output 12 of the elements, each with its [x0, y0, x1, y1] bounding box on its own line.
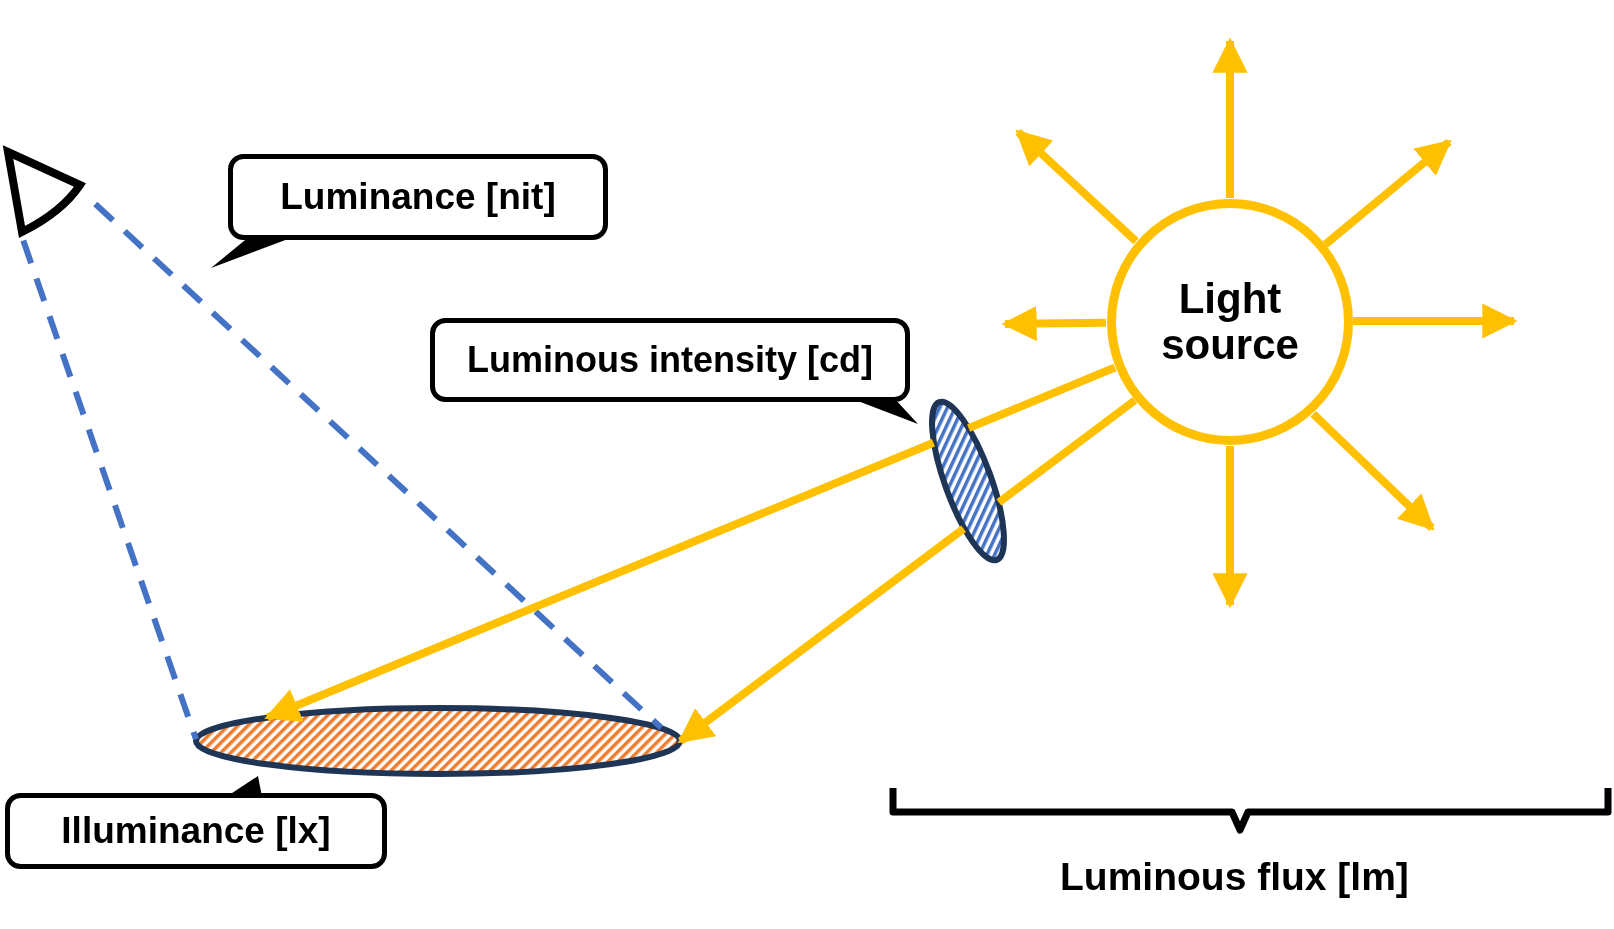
arrow [1310, 411, 1435, 531]
dashed-line [20, 239, 199, 741]
arrow [1015, 129, 1139, 245]
light-ray [967, 363, 1117, 432]
arrow [1353, 303, 1518, 339]
arrow [677, 525, 966, 745]
arrow [1212, 446, 1248, 609]
arrow [1322, 138, 1452, 248]
arrow [1001, 306, 1107, 342]
light-source-circle: Light source [1107, 199, 1353, 445]
arrow [1212, 37, 1248, 198]
bracket-label: Luminous flux [lm] [1060, 855, 1409, 899]
